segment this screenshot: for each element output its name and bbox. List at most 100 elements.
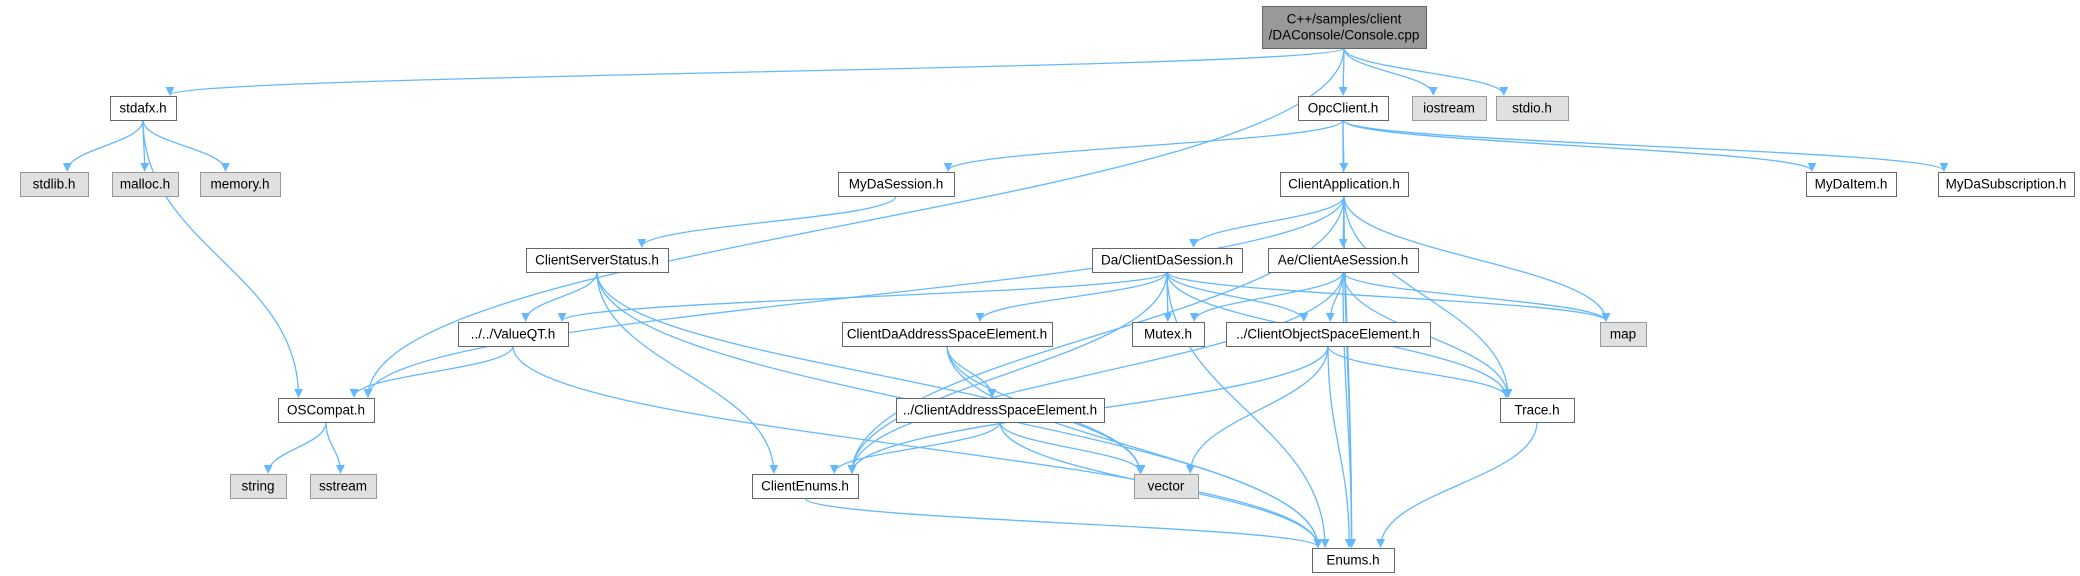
node-box-aeclientaesession	[1268, 248, 1419, 273]
edge-clientserverstatus-to-vector	[596, 271, 1145, 474]
node-map[interactable]: map	[1600, 322, 1647, 347]
node-iostream[interactable]: iostream	[1412, 96, 1487, 121]
node-box-console	[1262, 6, 1427, 49]
edge-clientobj-to-trace	[1327, 345, 1511, 398]
edge-valueqt-to-enums	[512, 345, 1323, 548]
edge-trace-to-enums	[1376, 421, 1538, 548]
node-label-malloc: malloc.h	[120, 177, 170, 192]
node-box-map	[1600, 322, 1647, 347]
node-box-enums	[1312, 548, 1395, 573]
node-enums[interactable]: Enums.h	[1312, 548, 1395, 573]
node-stdio[interactable]: stdio.h	[1496, 96, 1569, 121]
edge-clientapp-to-trace	[1343, 195, 1513, 398]
node-clientaddr[interactable]: ../ClientAddressSpaceElement.h	[896, 398, 1105, 423]
node-label-oscompat: OSCompat.h	[287, 403, 365, 418]
edge-console-to-oscompat	[363, 47, 1345, 398]
node-mydasession[interactable]: MyDaSession.h	[838, 172, 955, 197]
node-clientenums[interactable]: ClientEnums.h	[752, 474, 859, 499]
edge-clientaddr-to-vector	[999, 421, 1146, 474]
edge-opcclient-to-mydaitem	[1342, 119, 1817, 172]
node-string[interactable]: string	[230, 474, 287, 499]
node-label-valueqt: ../../ValueQT.h	[471, 327, 556, 342]
node-box-iostream	[1412, 96, 1487, 121]
edge-daclientdasession-to-enums	[1166, 271, 1330, 548]
node-box-malloc	[112, 172, 179, 197]
edge-clientserverstatus-to-valueqt	[521, 271, 598, 322]
node-memory[interactable]: memory.h	[200, 172, 281, 197]
node-label-iostream: iostream	[1423, 101, 1475, 116]
edge-daclientdasession-to-clientobj	[1166, 271, 1309, 322]
edge-stdafx-to-memory	[142, 119, 230, 172]
node-box-trace	[1500, 398, 1575, 423]
node-sstream[interactable]: sstream	[310, 474, 377, 499]
node-label-clientserverstatus: ClientServerStatus.h	[535, 253, 659, 268]
node-valueqt[interactable]: ../../ValueQT.h	[458, 322, 569, 347]
node-box-oscompat	[278, 398, 375, 423]
node-label-stdlib: stdlib.h	[33, 177, 76, 192]
node-oscompat[interactable]: OSCompat.h	[278, 398, 375, 423]
node-malloc[interactable]: malloc.h	[112, 172, 179, 197]
edge-clientapp-to-oscompat	[363, 195, 1345, 398]
node-vector[interactable]: vector	[1134, 474, 1199, 499]
node-box-mydaitem	[1806, 172, 1897, 197]
edge-opcclient-to-mydasub	[1342, 119, 1949, 172]
node-box-clientenums	[752, 474, 859, 499]
node-label-opcclient: OpcClient.h	[1308, 101, 1379, 116]
node-mydasub[interactable]: MyDaSubscription.h	[1938, 172, 2075, 197]
node-box-stdio	[1496, 96, 1569, 121]
edge-clientenums-to-enums	[804, 497, 1323, 548]
node-label-string: string	[241, 479, 274, 494]
edge-console-to-stdafx	[165, 47, 1345, 96]
node-box-daclientdasession	[1092, 248, 1243, 273]
node-label-clientapp: ClientApplication.h	[1288, 177, 1400, 192]
edge-clientapp-to-map	[1343, 195, 1611, 322]
node-stdafx[interactable]: stdafx.h	[110, 96, 177, 121]
node-box-mydasub	[1938, 172, 2075, 197]
node-opcclient[interactable]: OpcClient.h	[1298, 96, 1389, 121]
edge-stdafx-to-oscompat	[142, 119, 304, 398]
edge-daclientdasession-to-clientdaaddr	[975, 271, 1168, 322]
edge-aeclientaesession-to-clientenums	[847, 271, 1344, 474]
edge-aeclientaesession-to-enums	[1342, 271, 1356, 548]
node-box-clientaddr	[896, 398, 1105, 423]
edge-daclientdasession-to-map	[1166, 271, 1611, 322]
node-label-stdio: stdio.h	[1512, 101, 1552, 116]
node-clientserverstatus[interactable]: ClientServerStatus.h	[526, 248, 669, 273]
node-label-stdafx: stdafx.h	[119, 101, 166, 116]
edge-clientdaaddr-to-enums	[946, 345, 1323, 548]
node-label-daclientdasession: Da/ClientDaSession.h	[1101, 253, 1233, 268]
node-clientapp[interactable]: ClientApplication.h	[1280, 172, 1409, 197]
node-label-console-1: C++/samples/client	[1287, 12, 1402, 27]
node-clientdaaddr[interactable]: ClientDaAddressSpaceElement.h	[842, 322, 1053, 347]
node-label-aeclientaesession: Ae/ClientAeSession.h	[1278, 253, 1409, 268]
node-stdlib[interactable]: stdlib.h	[20, 172, 89, 197]
edge-clientapp-to-clientenums	[847, 195, 1345, 474]
node-box-opcclient	[1298, 96, 1389, 121]
node-box-clientapp	[1280, 172, 1409, 197]
edge-console-to-stdio	[1343, 47, 1509, 96]
edge-daclientdasession-to-valueqt	[557, 271, 1168, 322]
node-mutex[interactable]: Mutex.h	[1132, 322, 1205, 347]
node-aeclientaesession[interactable]: Ae/ClientAeSession.h	[1268, 248, 1419, 273]
node-daclientdasession[interactable]: Da/ClientDaSession.h	[1092, 248, 1243, 273]
nodes-layer: C++/samples/client/DAConsole/Console.cpp…	[20, 6, 2075, 573]
node-label-trace: Trace.h	[1514, 403, 1559, 418]
node-label-console-2: /DAConsole/Console.cpp	[1269, 28, 1420, 43]
node-box-stdlib	[20, 172, 89, 197]
node-console[interactable]: C++/samples/client/DAConsole/Console.cpp	[1262, 6, 1427, 49]
node-label-clientenums: ClientEnums.h	[761, 479, 849, 494]
edges-layer	[62, 47, 1949, 548]
edge-clientaddr-to-clientenums	[829, 421, 1001, 474]
node-box-sstream	[310, 474, 377, 499]
node-label-clientobj: ../ClientObjectSpaceElement.h	[1236, 327, 1420, 342]
node-label-mydasession: MyDaSession.h	[849, 177, 944, 192]
node-label-vector: vector	[1148, 479, 1185, 494]
node-clientobj[interactable]: ../ClientObjectSpaceElement.h	[1226, 322, 1431, 347]
edge-aeclientaesession-to-mutex	[1189, 271, 1344, 322]
node-mydaitem[interactable]: MyDaItem.h	[1806, 172, 1897, 197]
node-box-valueqt	[458, 322, 569, 347]
node-label-enums: Enums.h	[1326, 553, 1379, 568]
node-trace[interactable]: Trace.h	[1500, 398, 1575, 423]
edge-daclientdasession-to-clientenums	[847, 271, 1168, 474]
